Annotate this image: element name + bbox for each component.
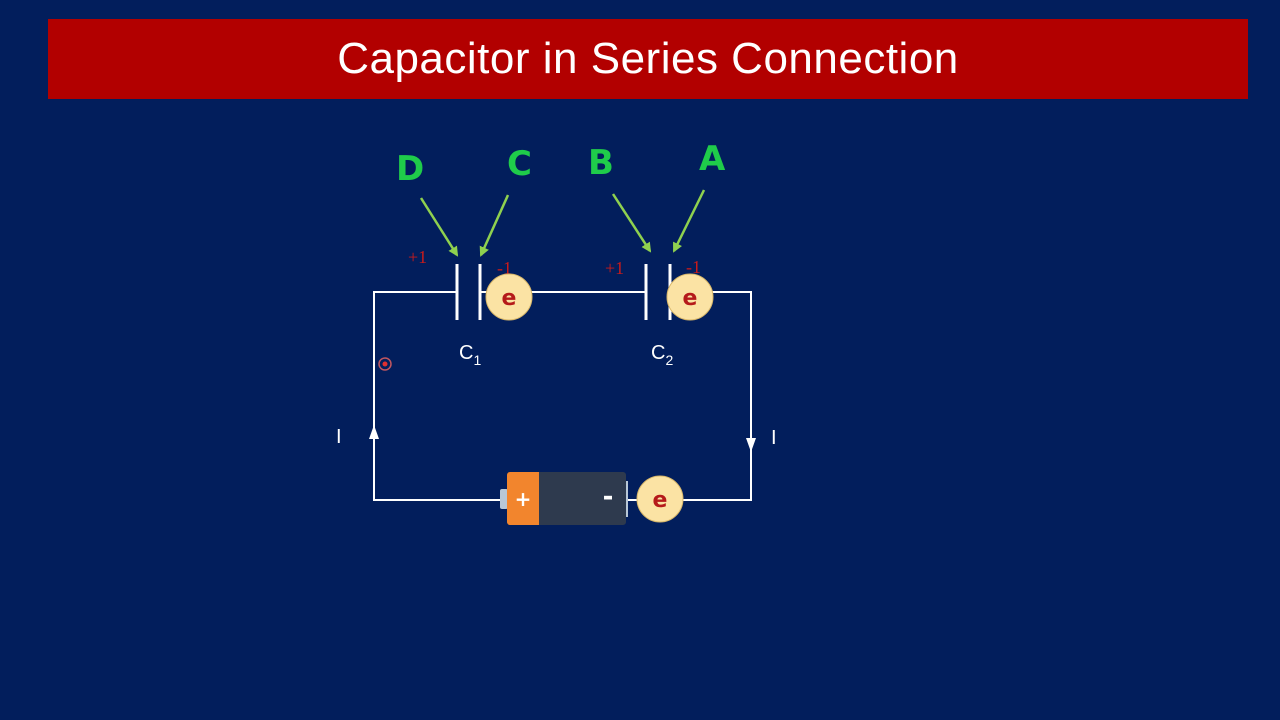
- charge-c1-left: +1: [408, 247, 427, 267]
- capacitor-label-c2: C2: [651, 342, 673, 368]
- battery: + -: [500, 472, 628, 525]
- wire-top-right: [628, 291, 752, 501]
- capacitor-c2: [644, 264, 672, 320]
- current-arrow-left: [369, 425, 379, 439]
- slide-title: Capacitor in Series Connection: [337, 34, 959, 83]
- arrow-d: [419, 197, 459, 257]
- battery-plus-sign: +: [515, 487, 532, 511]
- plate-pointer-arrows: [419, 189, 706, 257]
- electron-c1-label: e: [502, 286, 517, 311]
- title-bar: Capacitor in Series Connection: [48, 19, 1248, 99]
- arrow-c: [479, 194, 510, 257]
- charge-c2-left: +1: [605, 258, 624, 278]
- charge-c2-right: -1: [686, 257, 701, 277]
- arrow-a: [672, 189, 706, 253]
- label-c: C: [507, 144, 532, 184]
- current-arrow-right: [746, 438, 756, 452]
- electron-c2-label: e: [683, 286, 698, 311]
- circuit-wires: [373, 291, 752, 501]
- label-a: A: [699, 139, 726, 179]
- capacitor-label-c1: C1: [459, 342, 481, 368]
- electron-battery-label: e: [653, 488, 668, 513]
- label-d: D: [396, 149, 424, 189]
- wire-top-left: [373, 291, 505, 501]
- capacitor-c1: [455, 264, 482, 320]
- battery-minus-sign: -: [603, 482, 614, 512]
- electron-battery: e: [636, 475, 684, 523]
- electron-c1: e: [485, 273, 533, 321]
- arrow-b: [611, 193, 652, 253]
- current-label-left: I: [336, 426, 342, 448]
- current-label-right: I: [771, 427, 777, 449]
- label-b: B: [588, 143, 614, 183]
- charge-c1-right: -1: [497, 258, 512, 278]
- battery-terminal: [500, 489, 508, 509]
- pointer-cursor-icon: [378, 357, 392, 371]
- electron-c2: e: [666, 273, 714, 321]
